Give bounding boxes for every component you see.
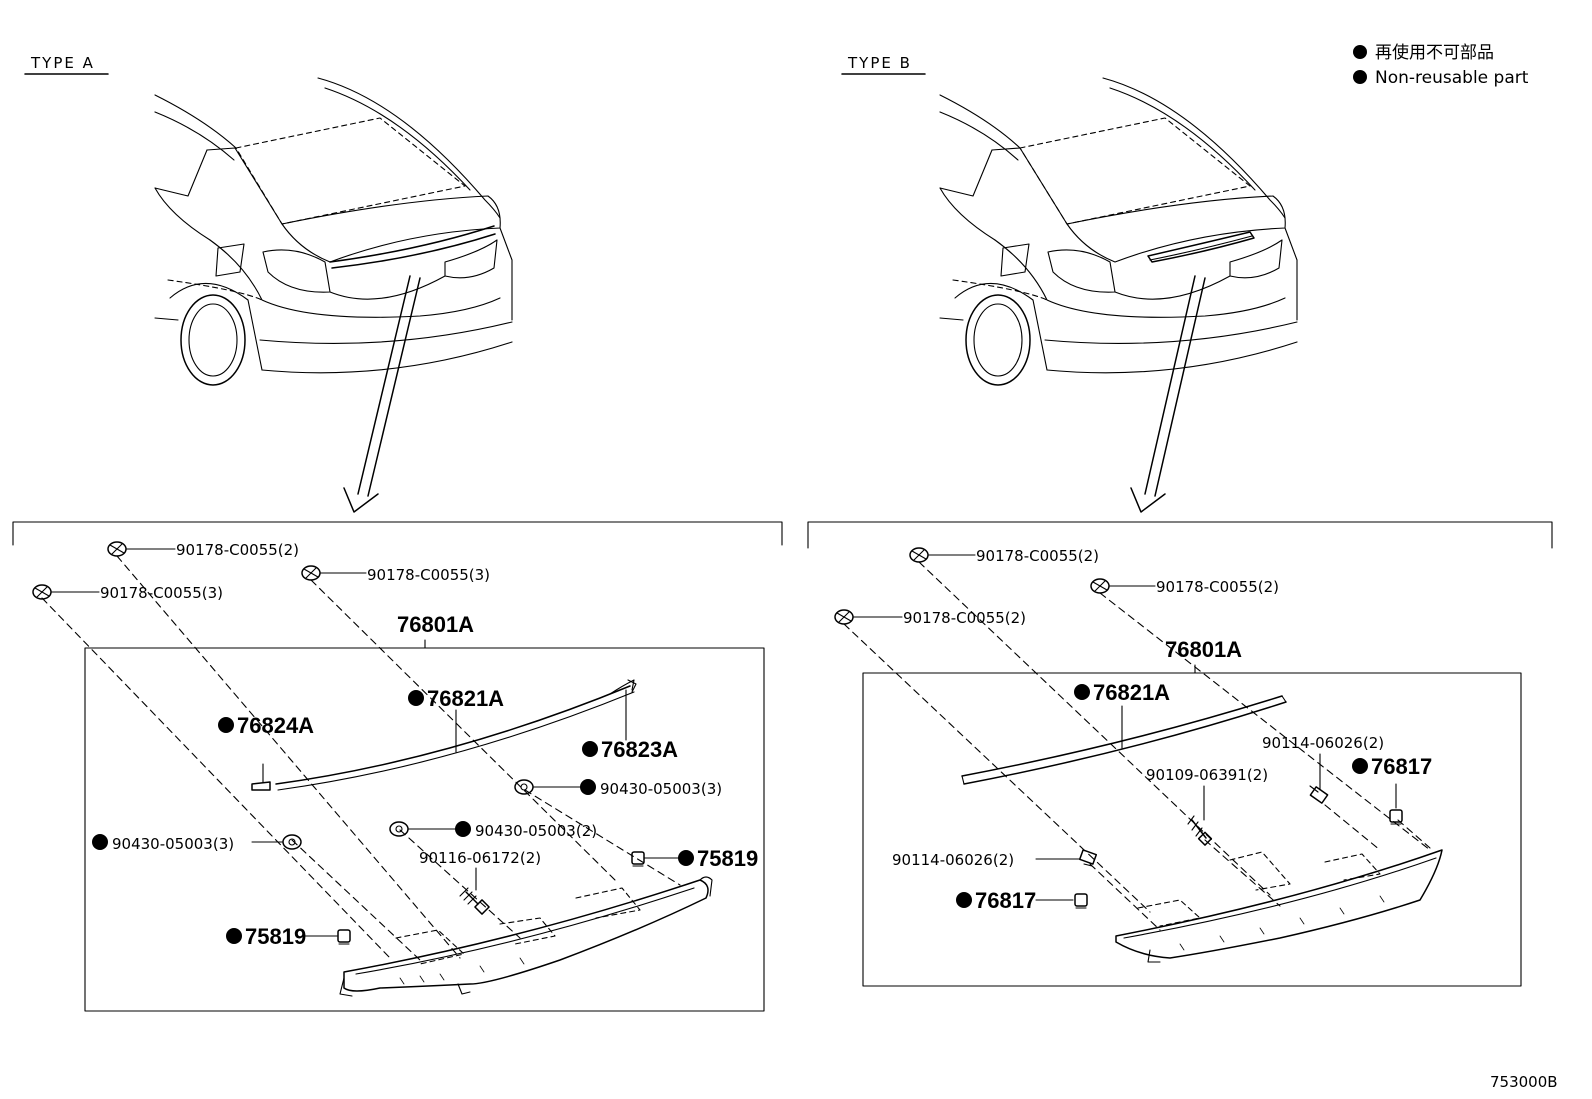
type-b-parts: 76801A 90178-C0055(2) 90178-C0055(2) 901… — [834, 547, 1522, 987]
type-a-clip-3-label: 90178-C0055(3) — [100, 584, 223, 602]
non-reusable-marker-icon — [956, 892, 972, 908]
clip-icon — [107, 541, 127, 557]
diagram-code: 753000B — [1490, 1073, 1558, 1091]
type-b-title: TYPE B — [847, 54, 912, 72]
nut-icon — [389, 821, 409, 837]
type-a-nut-3-label: 90430-05003(3) — [112, 835, 234, 853]
type-a-car-illustration — [154, 77, 513, 513]
type-b-screw-2-label: 90114-06026(2) — [892, 851, 1014, 869]
non-reusable-marker-icon — [218, 717, 234, 733]
screw-icon — [1309, 785, 1329, 804]
type-a-pad-1-label: 75819 — [697, 846, 758, 871]
type-a-end-left-label: 76824A — [237, 713, 314, 738]
type-a-pad-2-label: 75819 — [245, 924, 306, 949]
type-b-assembly-box — [862, 672, 1522, 987]
type-b-car-illustration — [939, 77, 1298, 513]
type-a-clip-1-label: 90178-C0055(2) — [176, 541, 299, 559]
type-b-detail-bracket — [807, 521, 1553, 549]
non-reusable-marker-icon — [1353, 70, 1367, 84]
type-a-bolt-label: 90116-06172(2) — [419, 849, 541, 867]
non-reusable-marker-icon — [1352, 758, 1368, 774]
non-reusable-marker-icon — [582, 741, 598, 757]
type-b-clip-1-label: 90178-C0055(2) — [976, 547, 1099, 565]
non-reusable-marker-icon — [226, 928, 242, 944]
type-a-assembly-label: 76801A — [397, 612, 474, 637]
non-reusable-marker-icon — [580, 779, 596, 795]
type-b-clip-3-label: 90178-C0055(2) — [903, 609, 1026, 627]
type-b-pad-2-label: 76817 — [975, 888, 1036, 913]
bolt-icon — [1187, 815, 1213, 846]
non-reusable-marker-icon — [1353, 45, 1367, 59]
type-a-detail-bracket — [12, 521, 783, 546]
type-b-spoiler-body — [1115, 849, 1443, 963]
type-a-parts: 76801A 90178-C0055(2) 90178-C0055(3) 901… — [32, 541, 765, 1012]
type-b-header: TYPE B — [841, 54, 926, 75]
pad-icon — [1074, 893, 1088, 909]
type-b-bolt-label: 90109-06391(2) — [1146, 766, 1268, 784]
type-b-garnish-label: 76821A — [1093, 680, 1170, 705]
clip-icon — [1090, 578, 1110, 594]
type-a-title: TYPE A — [30, 54, 95, 72]
clip-icon — [834, 609, 854, 625]
type-b-clip-2-label: 90178-C0055(2) — [1156, 578, 1279, 596]
nut-icon — [514, 779, 534, 795]
type-b-screw-1-label: 90114-06026(2) — [1262, 734, 1384, 752]
type-b-assembly-label: 76801A — [1165, 637, 1242, 662]
legend-english: Non-reusable part — [1375, 68, 1529, 88]
legend: 再使用不可部品 Non-reusable part — [1353, 42, 1529, 88]
clip-icon — [32, 584, 52, 600]
clip-icon — [909, 547, 929, 563]
pad-icon — [1389, 809, 1403, 825]
bolt-icon — [459, 887, 490, 915]
type-a-nut-1-label: 90430-05003(3) — [600, 780, 722, 798]
pad-icon — [337, 929, 351, 945]
type-a-spoiler-body — [339, 876, 713, 997]
non-reusable-marker-icon — [455, 821, 471, 837]
screw-icon — [1078, 849, 1098, 867]
legend-japanese: 再使用不可部品 — [1375, 42, 1494, 63]
nut-icon — [282, 834, 302, 850]
type-a-end-right-label: 76823A — [601, 737, 678, 762]
type-b-pad-1-label: 76817 — [1371, 754, 1432, 779]
type-a-nut-2-label: 90430-05003(2) — [475, 822, 597, 840]
type-a-garnish-label: 76821A — [427, 686, 504, 711]
non-reusable-marker-icon — [408, 690, 424, 706]
non-reusable-marker-icon — [1074, 684, 1090, 700]
non-reusable-marker-icon — [92, 834, 108, 850]
non-reusable-marker-icon — [678, 850, 694, 866]
clip-icon — [301, 565, 321, 581]
type-a-clip-2-label: 90178-C0055(3) — [367, 566, 490, 584]
end-cap-icon — [251, 781, 271, 791]
type-a-header: TYPE A — [24, 54, 109, 75]
